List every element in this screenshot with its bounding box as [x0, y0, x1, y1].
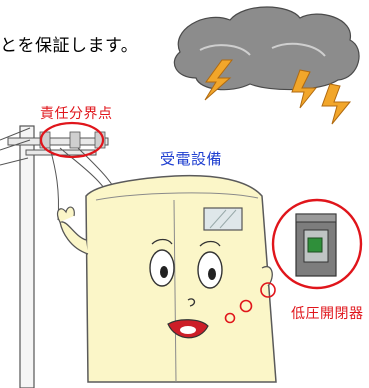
connection-bubbles [224, 282, 276, 324]
caption-text: とを保証します。 [0, 36, 139, 56]
lightning-bolt-icon [204, 59, 352, 125]
low-voltage-switch-label: 低圧開閉器 [291, 306, 364, 322]
receiving-facility-label: 受電設備 [160, 150, 223, 168]
cabinet-mascot-icon [56, 174, 277, 383]
responsibility-point-marker [39, 121, 105, 159]
storm-cloud-icon [173, 6, 360, 91]
responsibility-point-label: 責任分界点 [40, 106, 113, 122]
switch-box-icon [295, 213, 337, 277]
